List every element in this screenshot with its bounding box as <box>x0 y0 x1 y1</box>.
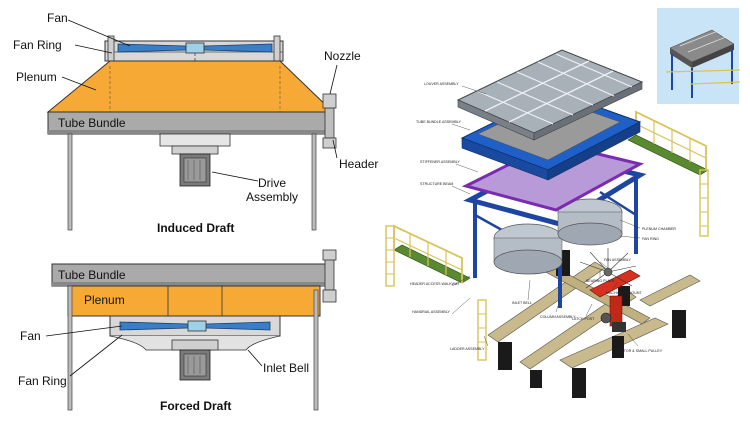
forced-inlet-bell-label: Inlet Bell <box>263 361 309 375</box>
induced-header-label: Header <box>339 157 378 171</box>
induced-drive-assembly <box>159 133 231 187</box>
forced-draft-caption: Forced Draft <box>160 399 231 413</box>
label-motor-small-pulley: MOTOR & SMALL PULLEY <box>618 349 663 353</box>
forced-drive-assembly <box>171 339 219 381</box>
ladder-right <box>699 169 709 237</box>
forced-header <box>324 257 335 291</box>
header-access-walkway-left <box>385 224 487 361</box>
forced-plenum-label: Plenum <box>84 293 125 307</box>
label-fan-ring: FAN RING <box>642 237 659 241</box>
fan-ring-cylinders <box>493 198 623 275</box>
forced-draft-diagram: Tube Bundle Plenum Fan Fan Ring Inlet Be… <box>18 249 337 413</box>
label-louver-assembly: LOUVER ASSEMBLY <box>424 82 459 86</box>
induced-tube-bundle-label: Tube Bundle <box>58 116 126 130</box>
label-ladder-assembly: LADDER ASSEMBLY <box>450 347 485 351</box>
forced-fan-label: Fan <box>20 329 41 343</box>
induced-nozzle-label: Nozzle <box>324 49 361 63</box>
forced-fan-ring-label: Fan Ring <box>18 374 67 388</box>
forced-fan-icon <box>119 320 271 332</box>
label-machinery-mount: MACHINERY MOUNT <box>606 291 642 295</box>
label-header-access-walkway: HEADER ACCESS WALKWAY <box>410 282 460 286</box>
ladder-left <box>385 225 395 287</box>
induced-plenum <box>46 60 335 113</box>
label-stiffener-assembly: STIFFENER ASSEMBLY <box>420 160 460 164</box>
induced-nozzle <box>322 93 337 109</box>
induced-assembly-label: Assembly <box>246 190 298 204</box>
induced-fan-icon <box>117 42 273 54</box>
induced-plenum-label: Plenum <box>16 70 57 84</box>
label-plenum-chamber: PLENUM CHAMBER <box>642 227 676 231</box>
induced-draft-diagram: Fan Fan Ring Plenum Tube Bundle Nozzle H… <box>13 11 378 235</box>
label-bearing-plate: BEARING PLATE <box>586 279 615 283</box>
fan-assembly-icon <box>579 248 637 289</box>
label-inlet-bell: INLET BELL <box>512 301 532 305</box>
induced-fan-label: Fan <box>47 11 68 25</box>
induced-drive-label: Drive <box>258 176 286 190</box>
label-column-assembly: COLUMN ASSEMBLY <box>540 315 576 319</box>
thumbnail-photo <box>657 8 741 104</box>
louver-assembly <box>456 49 644 141</box>
machinery-mount <box>589 269 641 332</box>
forced-tube-bundle-label: Tube Bundle <box>58 268 126 282</box>
induced-draft-caption: Induced Draft <box>157 221 234 235</box>
label-latch-post: LATCH POST <box>572 317 595 321</box>
label-handrail-assembly: HANDRAIL ASSEMBLY <box>412 310 451 314</box>
induced-header <box>324 107 335 139</box>
induced-fan-ring-label: Fan Ring <box>13 38 62 52</box>
exploded-assembly-view: LOUVER ASSEMBLY TUBE BUNDLE ASSEMBLY STI… <box>385 8 741 398</box>
label-structure-beam: STRUCTURE BEAM <box>420 182 453 186</box>
label-fan-assembly: FAN ASSEMBLY <box>604 258 631 262</box>
label-tube-bundle-assembly: TUBE BUNDLE ASSEMBLY <box>416 120 462 124</box>
